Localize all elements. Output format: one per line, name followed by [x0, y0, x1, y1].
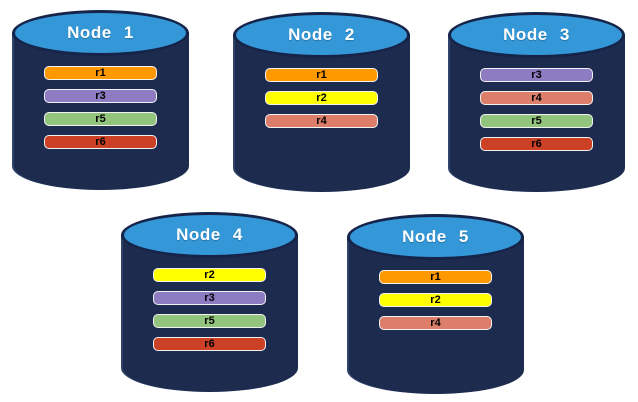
replica-bar: r1: [379, 270, 492, 284]
replica-bar: r2: [153, 268, 266, 282]
node-title: Node 3: [503, 25, 570, 44]
replica-bar: r5: [480, 114, 593, 128]
cylinder-body: [121, 234, 298, 392]
node-5-cylinder: Node 5 r1 r2 r4: [347, 214, 524, 394]
cylinder-top: Node 1: [12, 10, 189, 56]
replica-bar: r1: [44, 66, 157, 80]
replica-bar: r2: [265, 91, 378, 105]
cylinder-top: Node 3: [448, 12, 625, 58]
node-4-cylinder: Node 4 r2 r3 r5 r6: [121, 212, 298, 392]
replica-bar: r5: [44, 112, 157, 126]
node-title: Node 5: [402, 227, 469, 246]
replica-bar: r6: [480, 137, 593, 151]
replica-bar: r6: [44, 135, 157, 149]
replica-bar: r3: [153, 291, 266, 305]
replica-bar: r1: [265, 68, 378, 82]
replica-bar: r4: [265, 114, 378, 128]
replica-bar: r6: [153, 337, 266, 351]
node-1-cylinder: Node 1 r1 r3 r5 r6: [12, 10, 189, 190]
replica-bar: r2: [379, 293, 492, 307]
node-title: Node 1: [67, 23, 134, 42]
replica-list: r2 r3 r5 r6: [121, 268, 298, 351]
replica-bar: r4: [480, 91, 593, 105]
replica-bar: r3: [480, 68, 593, 82]
replica-list: r1 r2 r4: [347, 270, 524, 330]
replica-bar: r3: [44, 89, 157, 103]
replica-bar: r4: [379, 316, 492, 330]
cylinder-body: [448, 34, 625, 192]
cylinder-top: Node 5: [347, 214, 524, 260]
replica-bar: r5: [153, 314, 266, 328]
replica-list: r3 r4 r5 r6: [448, 68, 625, 151]
cylinder-top: Node 4: [121, 212, 298, 258]
node-title: Node 4: [176, 225, 243, 244]
replica-list: r1 r2 r4: [233, 68, 410, 128]
node-3-cylinder: Node 3 r3 r4 r5 r6: [448, 12, 625, 192]
node-2-cylinder: Node 2 r1 r2 r4: [233, 12, 410, 192]
cylinder-top: Node 2: [233, 12, 410, 58]
replica-list: r1 r3 r5 r6: [12, 66, 189, 149]
cylinder-body: [347, 236, 524, 394]
cylinder-body: [12, 32, 189, 190]
node-title: Node 2: [288, 25, 355, 44]
cylinder-body: [233, 34, 410, 192]
